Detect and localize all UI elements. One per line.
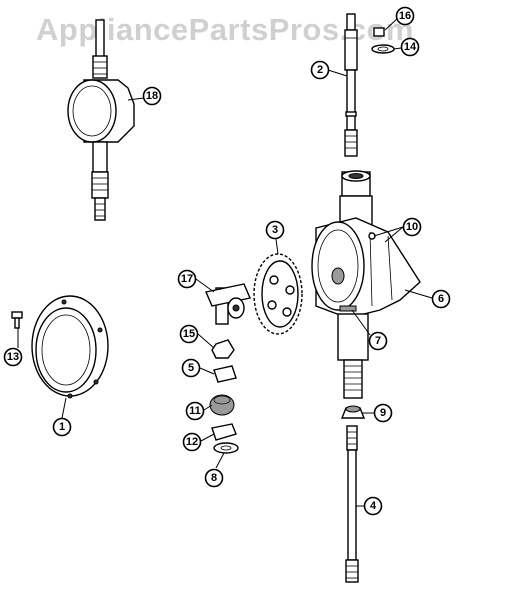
svg-text:16: 16 (399, 10, 411, 22)
callout-18[interactable]: 18 (142, 86, 162, 106)
part-18-housing-assembly[interactable] (67, 19, 135, 221)
callout-8[interactable]: 8 (204, 468, 224, 488)
part-5-clip[interactable] (213, 365, 237, 383)
callout-12[interactable]: 12 (182, 432, 202, 452)
part-17-crank[interactable] (205, 283, 251, 325)
svg-text:10: 10 (406, 221, 418, 233)
svg-text:14: 14 (404, 41, 417, 53)
part-12-spacer[interactable] (211, 423, 237, 441)
part-14-washer[interactable] (371, 44, 395, 54)
svg-text:9: 9 (380, 407, 386, 419)
part-3-gear[interactable] (253, 253, 303, 335)
svg-text:17: 17 (181, 273, 193, 285)
callout-11[interactable]: 11 (185, 401, 205, 421)
callout-10[interactable]: 10 (402, 217, 422, 237)
part-11-pinion[interactable] (209, 394, 235, 416)
svg-text:7: 7 (375, 335, 381, 347)
svg-text:4: 4 (370, 500, 377, 512)
part-2-shaft[interactable] (344, 13, 358, 157)
part-13-bolt[interactable] (11, 311, 23, 329)
svg-text:8: 8 (211, 472, 217, 484)
callout-15[interactable]: 15 (179, 324, 199, 344)
part-9-seal[interactable] (340, 405, 366, 419)
callout-9[interactable]: 9 (373, 403, 393, 423)
part-6-transmission-case[interactable] (311, 170, 421, 399)
part-7-seal[interactable] (339, 305, 357, 312)
leader-lines (17, 17, 433, 507)
part-4-drive-shaft[interactable] (345, 425, 359, 583)
callout-13[interactable]: 13 (3, 347, 23, 367)
svg-text:3: 3 (272, 224, 278, 236)
part-1-cover[interactable] (31, 295, 109, 399)
callout-7[interactable]: 7 (368, 331, 388, 351)
svg-text:6: 6 (438, 293, 444, 305)
svg-text:18: 18 (146, 90, 158, 102)
callout-14[interactable]: 14 (400, 37, 420, 57)
callout-6[interactable]: 6 (431, 289, 451, 309)
callout-5[interactable]: 5 (181, 358, 201, 378)
svg-text:12: 12 (186, 436, 198, 448)
part-8-washer[interactable] (213, 442, 239, 454)
svg-text:15: 15 (183, 328, 195, 340)
callout-2[interactable]: 2 (310, 60, 330, 80)
part-16-pin[interactable] (373, 27, 385, 37)
svg-text:1: 1 (59, 421, 65, 433)
svg-text:2: 2 (317, 64, 323, 76)
svg-text:11: 11 (189, 405, 201, 417)
svg-text:13: 13 (7, 351, 19, 363)
svg-text:5: 5 (188, 362, 194, 374)
callout-4[interactable]: 4 (363, 496, 383, 516)
callout-3[interactable]: 3 (265, 220, 285, 240)
callout-1[interactable]: 1 (52, 417, 72, 437)
callout-17[interactable]: 17 (177, 269, 197, 289)
part-15-collar[interactable] (211, 339, 235, 359)
callout-16[interactable]: 16 (395, 6, 415, 26)
